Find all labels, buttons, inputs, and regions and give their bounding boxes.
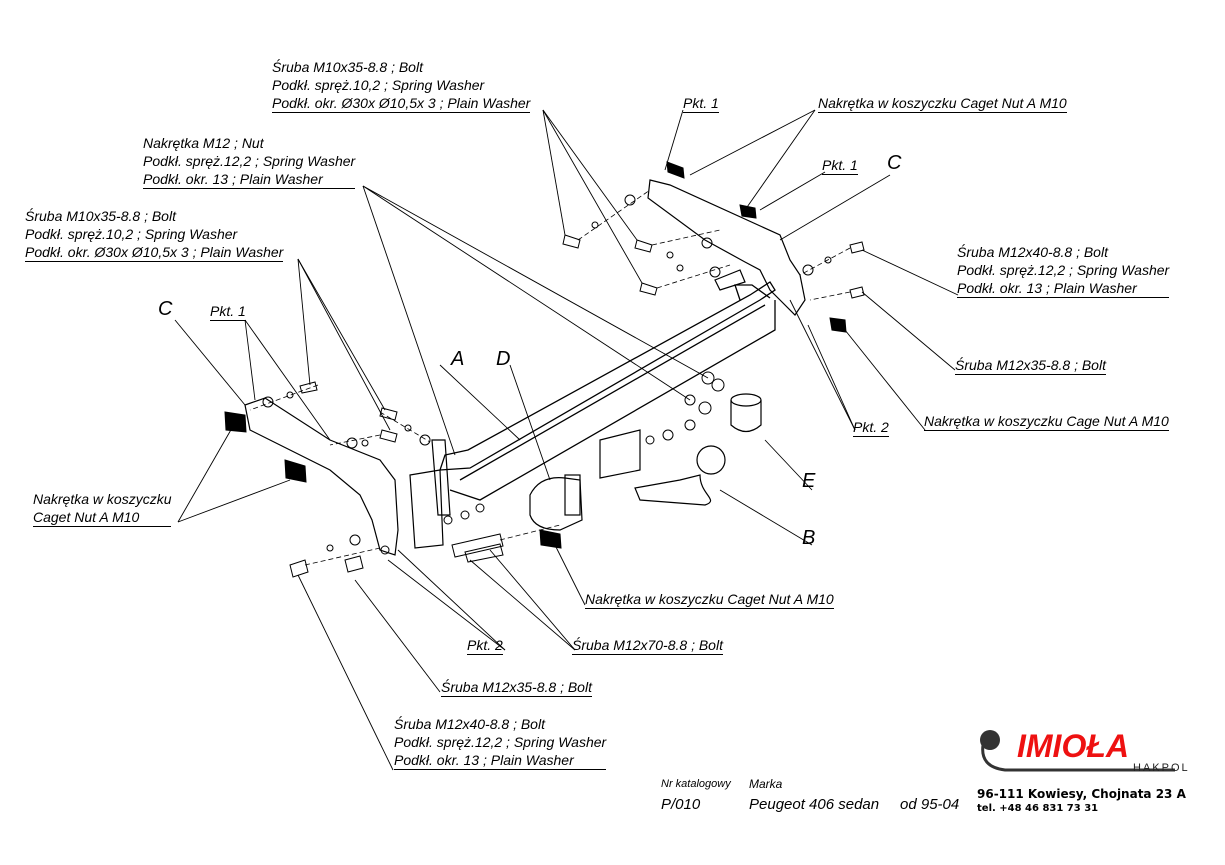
callout-line: Caget Nut A M10 [33,508,172,527]
letter-a: A [451,348,465,370]
callout-cage-nut-right: Nakrętka w koszyczku Cage Nut A M10 [924,412,1169,431]
callout-line: Podkł. okr. Ø30x Ø10,5x 3 ; Plain Washer [25,244,284,262]
company-phone: tel. +48 46 831 73 31 [977,803,1099,814]
top-bolts [562,161,865,333]
socket-plate [529,474,583,531]
bottom-bolts [289,503,504,578]
callout-line: Pkt. 1 [210,303,246,321]
ball-hook [599,429,726,506]
callout-cage-nut-bottom: Nakrętka w koszyczku Caget Nut A M10 [585,590,834,609]
callout-line: Podkł. spręż.12,2 ; Spring Washer [143,153,356,169]
callout-pkt1-left: Pkt. 1 [210,302,246,321]
letter-c-right: C [887,152,902,174]
callout-line: Podkł. okr. Ø30x Ø10,5x 3 ; Plain Washer [272,95,531,113]
crossbar [439,281,776,501]
logo-subtitle: HAKPOL [1133,762,1190,774]
callout-line: Śruba M10x35-8.8 ; Bolt [272,59,423,75]
left-bracket [244,397,451,556]
callout-line: Śruba M12x35-8.8 ; Bolt [441,679,592,697]
letter-e: E [802,470,816,492]
callout-pkt2-right: Pkt. 2 [853,418,889,437]
leader-lines [174,109,959,771]
callout-pkt1-mid: Pkt. 1 [822,156,858,175]
callout-bolt-m12x35-right: Śruba M12x35-8.8 ; Bolt [955,356,1106,375]
callout-line: Pkt. 2 [853,419,889,437]
callout-line: Podkł. spręż.10,2 ; Spring Washer [272,77,485,93]
callout-line: Podkł. okr. 13 ; Plain Washer [394,751,607,770]
callout-top-bolt-m10: Śruba M10x35-8.8 ; Bolt Podkł. spręż.10,… [272,58,531,113]
brand-value: Peugeot 406 sedan [749,796,880,813]
callout-line: Nakrętka w koszyczku Cage Nut A M10 [924,413,1169,431]
callout-line: Pkt. 2 [467,637,503,655]
callout-line: Nakrętka w koszyczku Caget Nut A M10 [818,95,1067,113]
callout-line: Nakrętka w koszyczku Caget Nut A M10 [585,591,834,609]
callout-line: Śruba M12x35-8.8 ; Bolt [955,357,1106,375]
callout-line: Śruba M12x40-8.8 ; Bolt [957,244,1108,260]
callout-bolt-m12x70: Śruba M12x70-8.8 ; Bolt [572,636,723,655]
callout-line: Nakrętka w koszyczku [33,491,172,507]
date-value: od 95-04 [900,796,960,813]
callout-left-bolt-m10: Śruba M10x35-8.8 ; Bolt Podkł. spręż.10,… [25,207,284,262]
callout-bolt-m12x35-bottom: Śruba M12x35-8.8 ; Bolt [441,678,592,697]
callout-line: Podkł. okr. 13 ; Plain Washer [143,170,356,189]
ball-cap [730,393,762,433]
callout-pkt2-bottom: Pkt. 2 [467,636,503,655]
catalog-label: Nr katalogowy [661,778,731,790]
callout-nut-m12: Nakrętka M12 ; Nut Podkł. spręż.12,2 ; S… [143,134,356,189]
callout-line: Pkt. 1 [822,157,858,175]
callout-line: Śruba M12x40-8.8 ; Bolt [394,716,545,732]
callout-line: Śruba M12x70-8.8 ; Bolt [572,637,723,655]
callout-line: Podkł. spręż.10,2 ; Spring Washer [25,226,238,242]
callout-bolt-m12x40-bottom: Śruba M12x40-8.8 ; Bolt Podkł. spręż.12,… [394,715,607,770]
callout-line: Podkł. spręż.12,2 ; Spring Washer [394,734,607,750]
letter-b: B [802,527,816,549]
company-address: 96-111 Kowiesy, Chojnata 23 A [977,787,1186,801]
callout-cage-nut-left: Nakrętka w koszyczku Caget Nut A M10 [33,490,172,527]
brand-label: Marka [749,777,783,791]
company-logo: IMIOŁA HAKPOL [975,725,1210,785]
callout-cage-nut-top: Nakrętka w koszyczku Caget Nut A M10 [818,94,1067,113]
callout-pkt1-top: Pkt. 1 [683,94,719,113]
letter-d: D [496,348,511,370]
callout-bolt-m12x40-right: Śruba M12x40-8.8 ; Bolt Podkł. spręż.12,… [957,243,1170,298]
callout-line: Podkł. okr. 13 ; Plain Washer [957,279,1170,298]
callout-line: Podkł. spręż.12,2 ; Spring Washer [957,262,1170,278]
hitch-logo-icon: IMIOŁA HAKPOL [980,728,1190,774]
right-bracket [647,179,806,316]
logo-wordmark: IMIOŁA [1017,728,1129,764]
left-bolts [224,381,562,549]
dashed-lines [249,189,851,566]
callout-line: Śruba M10x35-8.8 ; Bolt [25,208,176,224]
callout-line: Nakrętka M12 ; Nut [143,135,264,151]
letter-c-left: C [158,298,173,320]
catalog-value: P/010 [661,796,701,813]
callout-line: Pkt. 1 [683,95,719,113]
middle-nuts [645,371,725,445]
